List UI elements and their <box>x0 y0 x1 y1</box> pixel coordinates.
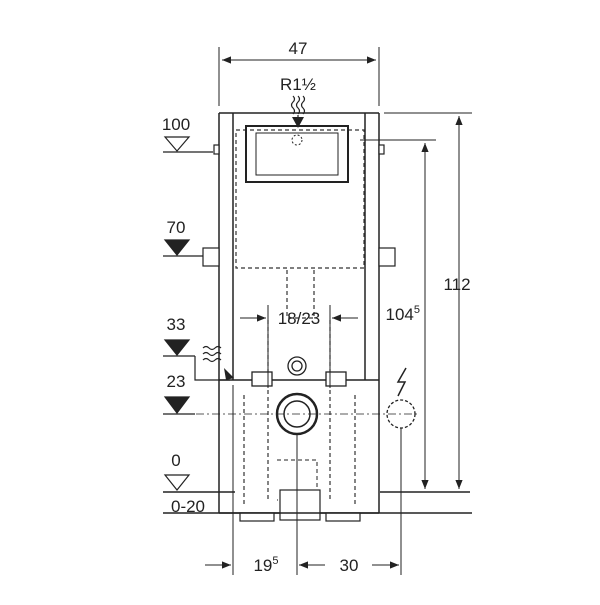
side-brackets <box>202 144 396 267</box>
feet <box>239 489 361 522</box>
spacing-center-label: 18/23 <box>278 309 321 328</box>
triangle-marker-icon <box>163 396 191 414</box>
supply-thread-label: R1½ <box>280 75 316 94</box>
tank-height-label: 1045 <box>386 304 421 324</box>
triangle-marker-icon <box>163 239 191 256</box>
level-100-label: 100 <box>162 115 190 134</box>
dim-spacing-center <box>240 305 358 388</box>
lightning-icon <box>396 367 407 397</box>
drain-offset-label: 195 <box>253 555 278 575</box>
water-supply-icon <box>194 345 230 381</box>
level-23-label: 23 <box>167 372 186 391</box>
dim-frame-width <box>218 47 380 106</box>
module-height-label: 112 <box>443 275 470 294</box>
flush-plate-opening <box>245 125 349 183</box>
fittings <box>251 356 347 387</box>
level-markers <box>163 136 213 491</box>
triangle-marker-icon <box>163 474 191 491</box>
dim-bottom <box>205 385 402 575</box>
triangle-marker-icon <box>163 339 191 356</box>
supply-arrow-icon <box>292 117 304 128</box>
frame-width-label: 47 <box>289 39 308 58</box>
floor-lines <box>163 491 472 514</box>
dim-tank-height <box>360 139 436 489</box>
triangle-marker-icon <box>163 136 191 152</box>
level-0-label: 0 <box>171 451 180 470</box>
supply-arrow-icon <box>224 368 234 380</box>
dim-module-height <box>384 112 472 489</box>
level-33-label: 33 <box>167 315 186 334</box>
electrical-offset-label: 30 <box>340 556 359 575</box>
level-70-label: 70 <box>167 218 186 237</box>
level-floor-label: 0-20 <box>171 497 205 516</box>
